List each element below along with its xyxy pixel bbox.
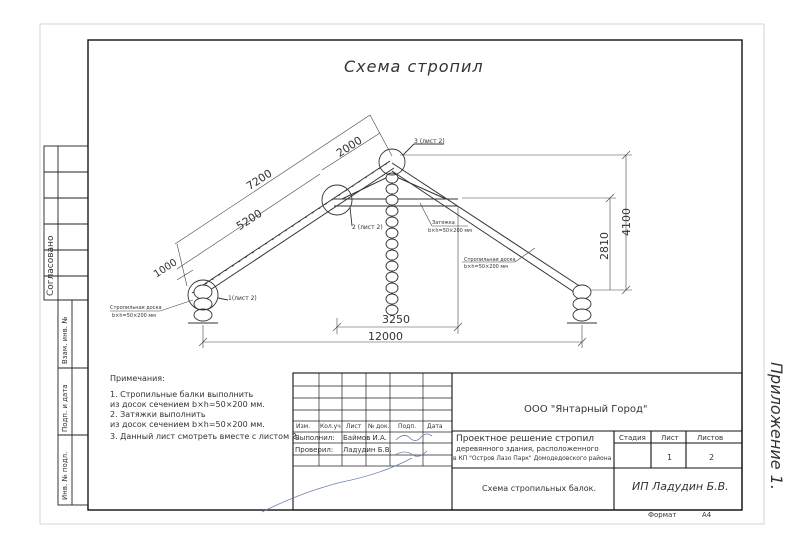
callout-circles: [187, 143, 444, 311]
rafter-left-label: Стропильная доска: [110, 305, 162, 311]
left-wall: [188, 284, 218, 324]
title-block: [292, 372, 743, 511]
author: ИП Ладудин Б.В.: [632, 480, 729, 493]
sheet-label: Лист: [661, 434, 679, 442]
drawing-name: Схема стропильных балок.: [482, 484, 597, 493]
sheet-value: 1: [667, 453, 673, 462]
stamp-col-kol: Кол.уч: [320, 423, 341, 430]
tie-size: b×h=50×200 мм: [428, 228, 472, 234]
role-checked: Проверил:: [295, 446, 334, 454]
stamp-col-list: Лист: [346, 423, 362, 430]
note-3: 3. Данный лист смотреть вместе с листом …: [110, 432, 300, 441]
drawing-title: Схема стропил: [344, 57, 484, 76]
rafter-right-label: Стропильная доска: [464, 257, 516, 263]
leaders: [110, 202, 536, 312]
height-dimensions: [400, 150, 632, 295]
sheets-value: 2: [709, 453, 715, 462]
dim-4100: 4100: [620, 208, 633, 236]
tie-label: Затяжка: [432, 220, 455, 226]
central-post: [385, 172, 399, 316]
rafter-right-size: b×h=50×200 мм: [464, 264, 508, 270]
note-2b: из досок сечением b×h=50×200 мм.: [110, 420, 265, 429]
stamp-col-sign: Подп.: [398, 423, 417, 430]
company-name: ООО "Янтарный Город": [524, 404, 648, 415]
side-agreed: Согласовано: [46, 235, 56, 296]
callout-1: 1(лист 2): [228, 295, 257, 302]
note-1b: из досок сечением b×h=50×200 мм.: [110, 400, 265, 409]
dim-12000: 12000: [368, 330, 403, 343]
callout-2: 2 (лист 2): [352, 224, 383, 231]
callout-3: 3 (лист 2): [414, 138, 445, 145]
side-stamp: [43, 145, 89, 506]
sheet-edge: [39, 23, 765, 525]
notes-heading: Примечания:: [110, 374, 165, 383]
project-title-1: Проектное решение стропил: [456, 434, 595, 444]
role-executed: Выполнил:: [295, 434, 335, 442]
stamp-col-doc: № док.: [368, 423, 390, 430]
sheets-label: Листов: [697, 434, 724, 442]
project-title-3: в КП "Остров Лазо Парк" Домодедовского р…: [453, 455, 612, 462]
span-dimensions: [198, 206, 587, 348]
project-title-2: деревянного здания, расположенного: [456, 445, 599, 453]
dim-3250: 3250: [382, 313, 410, 326]
name-executed: Баймов И.А.: [343, 434, 388, 442]
rafter-left-size: b×h=50×200 мм: [112, 313, 156, 319]
margin-annex-note: Приложение 1.: [767, 362, 786, 490]
signature: [261, 433, 433, 513]
format-value: А4: [702, 511, 712, 519]
dim-2810: 2810: [598, 232, 611, 260]
note-2a: 2. Затяжки выполнить: [110, 410, 206, 419]
format-label: Формат: [648, 511, 677, 519]
side-sign-date: Подп. и дата: [61, 384, 69, 432]
stamp-grid: [293, 373, 452, 467]
stamp-col-izm: Изм.: [296, 423, 311, 430]
truss: [191, 159, 585, 297]
right-wall: [567, 284, 597, 324]
stamp-col-date: Дата: [427, 423, 443, 430]
side-inv-orig: Инв. № подл.: [61, 451, 69, 500]
side-replace-inv: Взам. инв. №: [61, 316, 69, 364]
slope-dimensions: [174, 114, 393, 287]
note-1a: 1. Стропильные балки выполнить: [110, 390, 254, 399]
stage-label: Стадия: [619, 434, 646, 442]
name-checked: Ладудин Б.В.: [343, 446, 392, 454]
